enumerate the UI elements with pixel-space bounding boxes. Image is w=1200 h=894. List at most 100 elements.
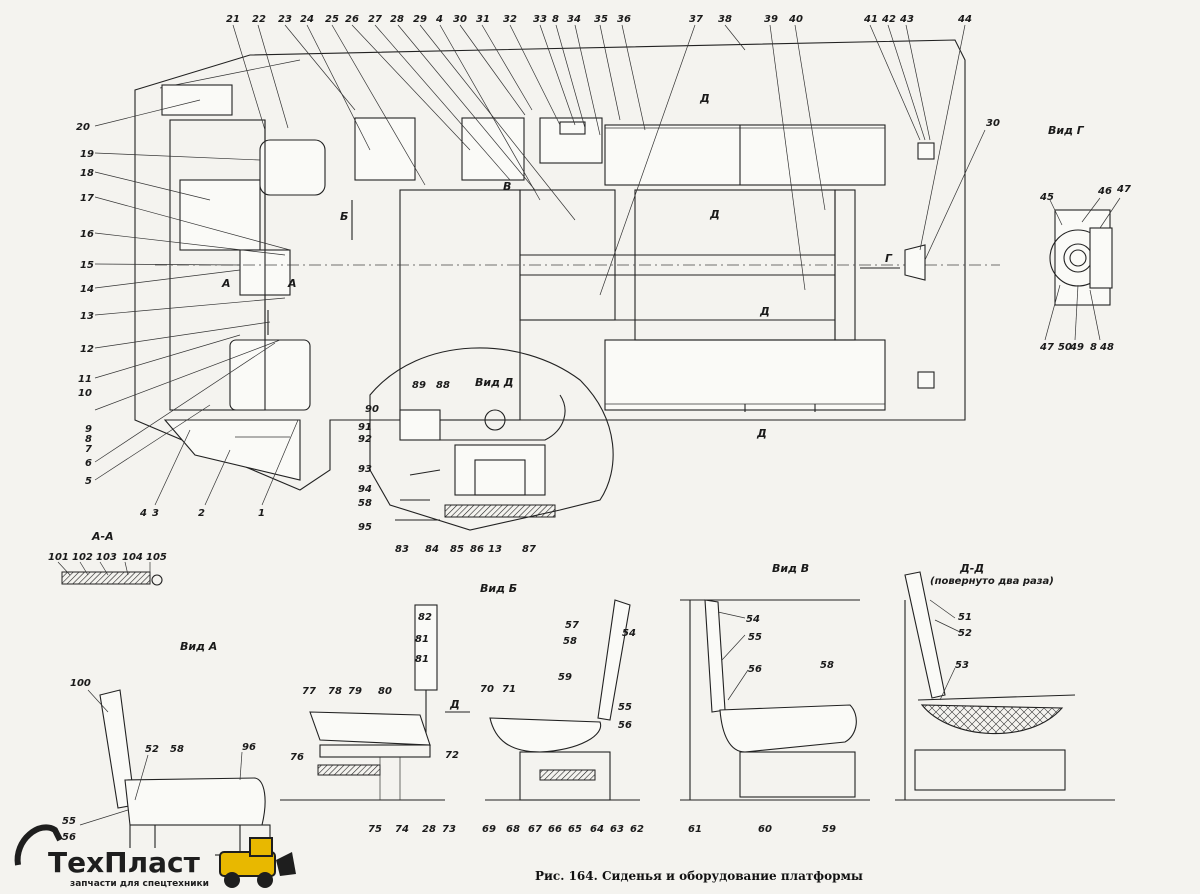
part-number: 47 — [1116, 184, 1131, 195]
part-number: 84 — [425, 544, 439, 555]
part-number: 29 — [413, 14, 427, 25]
part-number: 75 — [368, 824, 382, 835]
part-number: 55 — [748, 632, 762, 643]
part-number: 96 — [242, 742, 256, 753]
top-leader-lines — [232, 24, 986, 296]
part-number: 13 — [488, 544, 502, 555]
part-number: 52 — [958, 628, 972, 639]
part-number: 7 — [85, 444, 92, 455]
part-number: 71 — [502, 684, 516, 695]
part-number: 5 — [85, 476, 92, 487]
part-number: 2 — [198, 508, 205, 519]
part-number: 58 — [563, 636, 577, 647]
part-number: 53 — [955, 660, 969, 671]
part-number: 8 — [1090, 342, 1097, 353]
section-mark-a: А — [221, 277, 231, 290]
part-number: 8 — [552, 14, 559, 25]
part-number: 43 — [899, 14, 914, 25]
part-number: 100 — [70, 678, 91, 689]
section-mark-d: Д — [759, 305, 770, 318]
part-number: 35 — [594, 14, 608, 25]
part-number: 92 — [358, 434, 372, 445]
part-number: 41 — [863, 14, 878, 25]
part-number: 59 — [558, 672, 572, 683]
view-g: Вид Г 45 46 47 47 50 49 8 48 — [1039, 124, 1131, 353]
part-number: 80 — [378, 686, 392, 697]
part-number: 57 — [565, 620, 579, 631]
part-number: 28 — [422, 824, 436, 835]
figure-caption: Рис. 164. Сиденья и оборудование платфор… — [535, 869, 863, 883]
part-number: 66 — [548, 824, 562, 835]
part-number: 79 — [348, 686, 362, 697]
part-number: 1 — [258, 508, 265, 519]
part-number: 36 — [617, 14, 631, 25]
part-number: 74 — [395, 824, 409, 835]
part-number: 8 — [85, 434, 92, 445]
part-number: 73 — [442, 824, 456, 835]
part-number: 70 — [480, 684, 494, 695]
part-number: 89 — [412, 380, 426, 391]
section-dd: Д-Д (повернуто два раза) 51 52 53 — [895, 562, 1115, 801]
logo-name: ТехПласт — [48, 846, 201, 879]
part-number: 40 — [788, 14, 803, 25]
part-number: 47 — [1039, 342, 1054, 353]
platform-plan-view — [134, 39, 1000, 491]
part-number: 9 — [85, 424, 92, 435]
part-number: 83 — [395, 544, 409, 555]
part-number: 13 — [80, 311, 94, 322]
section-mark-a: А — [287, 277, 297, 290]
part-number: 77 — [302, 686, 316, 697]
view-b: Вид Б Д 82 81 81 77 78 79 80 76 72 75 74… — [280, 582, 644, 835]
loader-icon — [219, 837, 296, 888]
part-number: 86 — [470, 544, 484, 555]
part-number: 49 — [1069, 342, 1084, 353]
part-number: 14 — [80, 284, 94, 295]
part-number: 50 — [1058, 342, 1072, 353]
part-number: 88 — [436, 380, 450, 391]
part-number: 58 — [358, 498, 372, 509]
part-number: 4 — [435, 14, 443, 25]
view-title: Вид А — [180, 640, 217, 653]
part-number: 6 — [85, 458, 92, 469]
section-mark-d: Д — [756, 427, 767, 440]
part-number: 33 — [533, 14, 547, 25]
part-number: 68 — [506, 824, 520, 835]
part-number: 37 — [689, 14, 703, 25]
view-v: Вид В 54 55 56 58 61 60 59 — [680, 562, 870, 835]
part-number: 58 — [820, 660, 834, 671]
part-number: 101 — [48, 552, 69, 563]
part-number: 105 — [146, 552, 167, 563]
part-number: 42 — [881, 14, 896, 25]
part-number: 45 — [1039, 192, 1054, 203]
section-title: А-А — [91, 530, 114, 543]
part-number: 61 — [688, 824, 702, 835]
part-number: 59 — [822, 824, 836, 835]
part-number: 67 — [528, 824, 542, 835]
part-number: 30 — [986, 118, 1000, 129]
part-number: 93 — [358, 464, 372, 475]
part-number: 20 — [76, 122, 90, 133]
section-mark-b: Б — [340, 210, 348, 223]
section-mark-d: Д — [709, 208, 720, 221]
view-title: Вид Б — [480, 582, 517, 595]
view-title: Вид Д — [475, 376, 514, 389]
part-number: 15 — [80, 260, 94, 271]
part-number: 25 — [325, 14, 339, 25]
part-number: 4 — [139, 508, 147, 519]
part-number: 52 — [145, 744, 159, 755]
part-number: 10 — [78, 388, 92, 399]
left-leader-lines — [94, 99, 299, 506]
part-number: 12 — [80, 344, 94, 355]
part-number: 69 — [482, 824, 496, 835]
part-number: 55 — [618, 702, 632, 713]
techplast-logo: ТехПласт запчасти для спецтехники — [14, 824, 296, 889]
part-number: 62 — [630, 824, 644, 835]
part-number: 22 — [252, 14, 266, 25]
part-number: 17 — [80, 193, 94, 204]
part-number: 56 — [618, 720, 632, 731]
part-number: 54 — [622, 628, 636, 639]
part-number: 63 — [610, 824, 624, 835]
part-number: 24 — [300, 14, 314, 25]
top-part-numbers: 21 22 23 24 25 26 27 28 29 4 30 31 32 33… — [226, 14, 972, 25]
